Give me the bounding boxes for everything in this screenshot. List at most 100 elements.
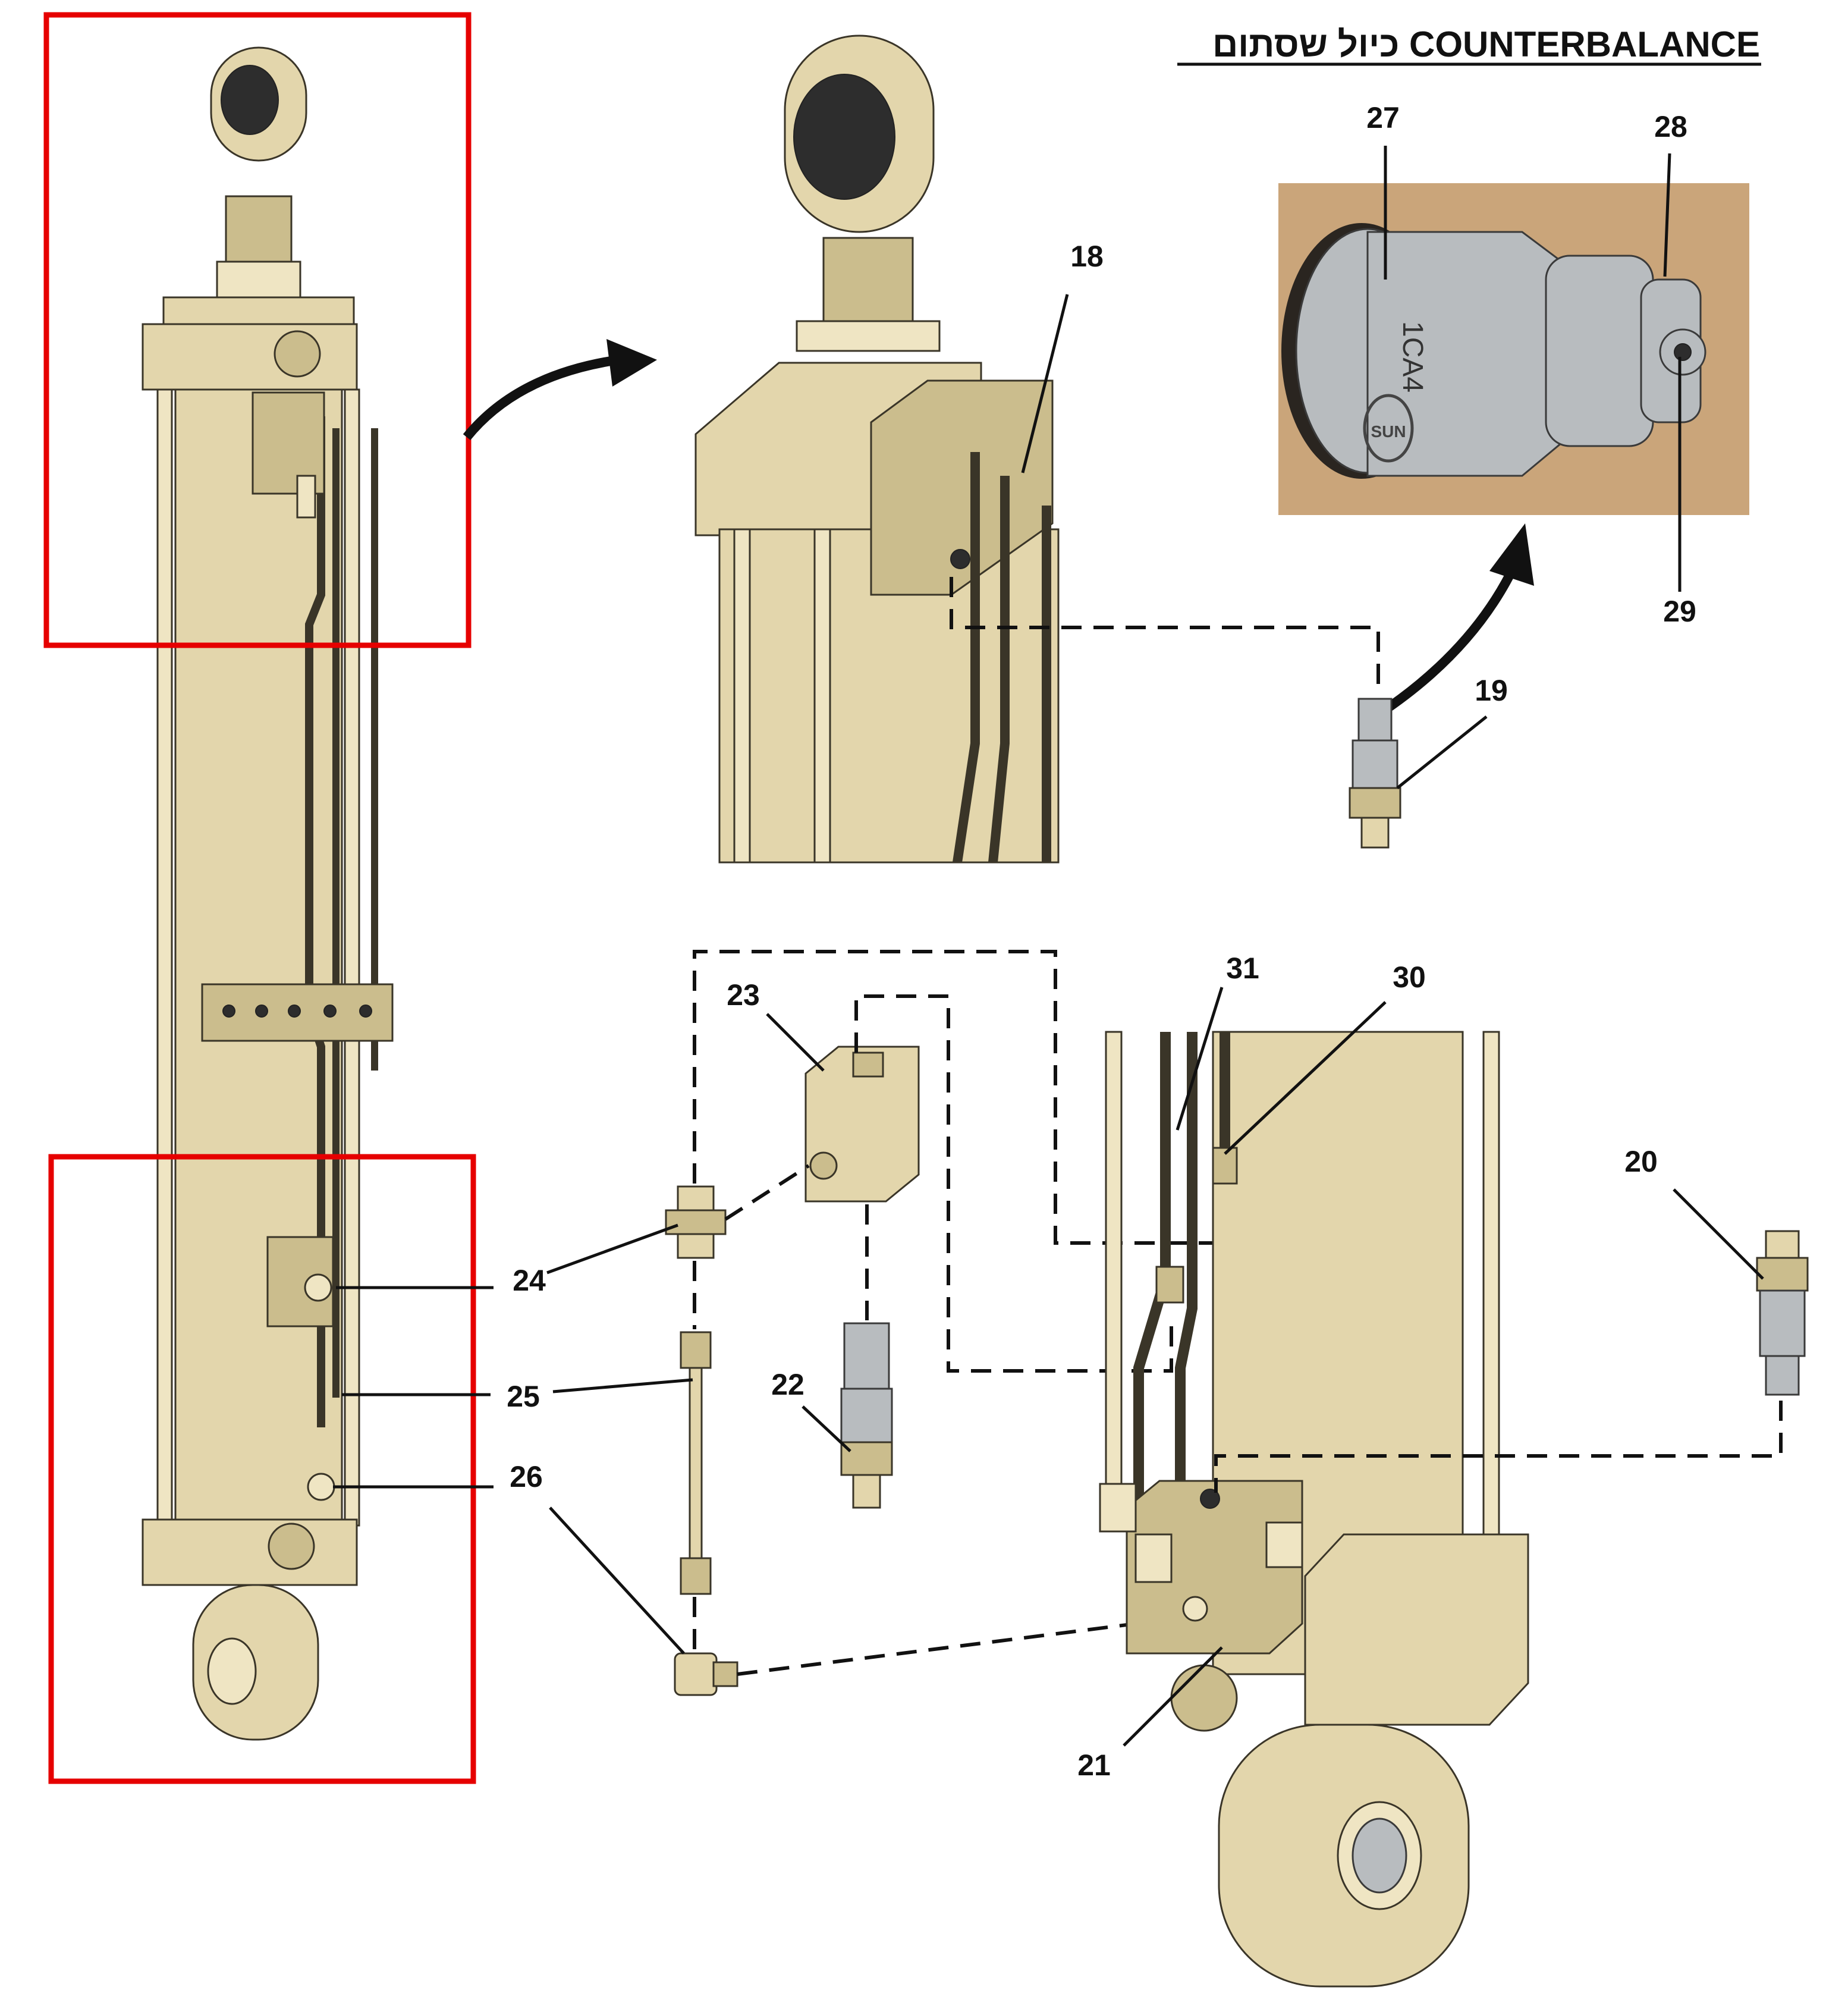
leader-20 bbox=[1673, 1188, 1764, 1280]
cartridge-20-seals bbox=[1759, 1289, 1806, 1357]
zoom2-valve-block bbox=[1126, 1480, 1303, 1655]
gland-cap bbox=[162, 296, 355, 328]
dash-path-23-top bbox=[854, 994, 1173, 1373]
head-block bbox=[142, 323, 358, 391]
zoom2-tube-1 bbox=[1133, 1032, 1171, 1517]
zoom-rod-collar bbox=[796, 320, 941, 352]
zoom-threaded-neck bbox=[822, 237, 914, 328]
clamp-bolt-4 bbox=[323, 1005, 337, 1018]
cap-block bbox=[142, 1518, 358, 1586]
head-port-fitting bbox=[274, 330, 321, 378]
leader-21 bbox=[1123, 1646, 1223, 1747]
callout-28: 28 bbox=[1654, 110, 1687, 143]
zoom-arrow-top-head bbox=[606, 339, 657, 387]
leader-31 bbox=[1176, 987, 1224, 1131]
leader-23 bbox=[766, 1013, 825, 1072]
head-end-zoom-view bbox=[694, 34, 1060, 864]
zoom-tie-rod-2 bbox=[813, 528, 831, 864]
zoom2-cartridge-port bbox=[1200, 1489, 1220, 1509]
cartridge-22 bbox=[840, 1322, 893, 1509]
leader-25 bbox=[552, 1378, 693, 1393]
tie-rod-right bbox=[344, 388, 360, 1527]
zoom-tube-2 bbox=[988, 476, 1010, 863]
callout-20: 20 bbox=[1624, 1145, 1658, 1178]
photo-adjust-socket bbox=[1674, 343, 1692, 361]
leader-26 bbox=[549, 1506, 685, 1655]
dash-path-19 bbox=[950, 577, 1380, 696]
fitting-24-on-cylinder bbox=[304, 1273, 332, 1302]
cap-end-zoom-view bbox=[1099, 1031, 1529, 1988]
rod-collar bbox=[216, 260, 301, 299]
valve-block-23 bbox=[804, 1046, 920, 1203]
zoom-arrow-photo-shaft bbox=[1376, 572, 1515, 718]
leader-19 bbox=[1396, 715, 1488, 789]
cartridge-20 bbox=[1756, 1230, 1809, 1396]
leader-30 bbox=[1224, 1001, 1387, 1155]
zoom-arrow-photo-head bbox=[1489, 523, 1534, 586]
zoom-tie-rod-1 bbox=[733, 528, 751, 864]
tee-24-cross bbox=[665, 1209, 727, 1235]
hydraulic-tube-a bbox=[305, 416, 325, 1427]
zoom2-clevis-bushing bbox=[1352, 1818, 1407, 1894]
elbow-26-body bbox=[674, 1652, 718, 1696]
tube-25-top-nut bbox=[680, 1331, 712, 1369]
zoom-rod-eye-bore bbox=[793, 74, 895, 200]
photo-brand-text: SUN bbox=[1371, 422, 1406, 441]
tie-rod-left bbox=[156, 388, 173, 1527]
rod-threaded-neck bbox=[225, 195, 293, 263]
zoom2-tie-rod-2 bbox=[1482, 1031, 1500, 1604]
fitting-26-on-cylinder bbox=[307, 1473, 335, 1501]
zoom2-bottom-port bbox=[1170, 1664, 1238, 1732]
full-cylinder-assembly bbox=[142, 46, 394, 1741]
cartridge-22-hex bbox=[840, 1441, 893, 1476]
zoom2-elbow-left bbox=[1099, 1483, 1137, 1533]
dash-path-24-top bbox=[693, 950, 1240, 1245]
callout-26: 26 bbox=[510, 1460, 543, 1493]
photo-brand-logo bbox=[1363, 394, 1414, 463]
clamp-bolt-3 bbox=[288, 1005, 301, 1018]
clamp-bolt-1 bbox=[222, 1005, 235, 1018]
zoom-arrow-top-shaft bbox=[463, 355, 620, 441]
callout-25: 25 bbox=[507, 1380, 540, 1413]
clamp-bolt-2 bbox=[255, 1005, 268, 1018]
dash-path-24-to-23 bbox=[724, 1164, 810, 1221]
callout-22: 22 bbox=[771, 1368, 804, 1401]
cartridge-19-hex bbox=[1349, 787, 1401, 819]
bottom-clevis-bore bbox=[207, 1637, 257, 1705]
leader-22 bbox=[802, 1405, 851, 1452]
leader-18 bbox=[1021, 294, 1069, 473]
photo-valve-marking: 1CA4 bbox=[1397, 321, 1428, 393]
dash-path-20 bbox=[1214, 1401, 1783, 1493]
cartridge-19 bbox=[1349, 698, 1401, 849]
cartridge-22-seals bbox=[840, 1388, 893, 1443]
upper-cartridge bbox=[296, 475, 316, 519]
zoom2-elbow-right bbox=[1265, 1521, 1303, 1568]
callout-24: 24 bbox=[513, 1264, 546, 1297]
tee-fitting-24 bbox=[665, 1185, 727, 1259]
cartridge-20-hex bbox=[1756, 1257, 1809, 1292]
cartridge-20-adjuster bbox=[1765, 1230, 1800, 1259]
tube-25 bbox=[680, 1331, 712, 1595]
zoom2-cap-block bbox=[1304, 1533, 1529, 1726]
block-23-side-port bbox=[809, 1151, 838, 1180]
counterbalance-valve-photo: 1CA4 SUN bbox=[1278, 183, 1749, 515]
block-23-top-plug bbox=[852, 1051, 884, 1078]
cartridge-19-tip bbox=[1357, 698, 1393, 742]
zoom2-elbow-mid bbox=[1134, 1533, 1173, 1583]
zoom-cartridge-port bbox=[950, 549, 970, 569]
tube-25-body bbox=[689, 1367, 703, 1559]
callout-29: 29 bbox=[1663, 595, 1696, 628]
zoom2-fitting-31 bbox=[1155, 1266, 1184, 1304]
cap-port-fitting bbox=[268, 1523, 315, 1570]
cartridge-22-adjuster bbox=[852, 1474, 881, 1509]
cartridge-22-body bbox=[843, 1322, 890, 1390]
dash-path-26-to-block bbox=[737, 1616, 1184, 1676]
zoom-tube-1 bbox=[953, 452, 980, 864]
zoom2-tube-2 bbox=[1175, 1032, 1198, 1523]
callout-30: 30 bbox=[1393, 961, 1426, 994]
callout-31: 31 bbox=[1226, 952, 1259, 985]
leader-28 bbox=[1663, 153, 1671, 277]
elbow-26-port bbox=[712, 1661, 738, 1687]
cartridge-19-seals bbox=[1352, 739, 1398, 789]
